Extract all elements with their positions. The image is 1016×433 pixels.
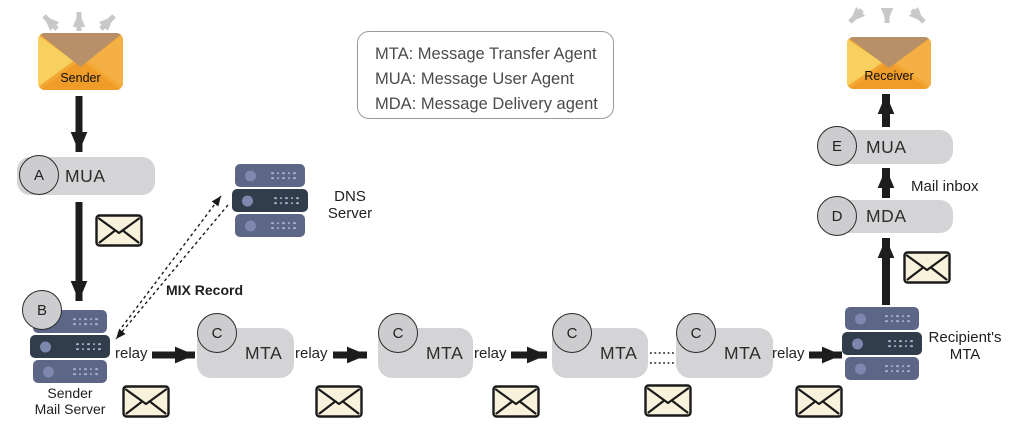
server-led-icon: [43, 366, 54, 377]
recipient-mta-server-icon: [842, 307, 922, 380]
caption-line: Mail Server: [34, 400, 106, 417]
badge-c-4: C: [676, 313, 716, 353]
server-led-icon: [242, 195, 253, 206]
server-unit: [845, 357, 919, 380]
dns-server-icon: [232, 164, 308, 237]
receiver-label: Receiver: [864, 69, 914, 83]
node-label: MTA: [426, 342, 464, 363]
sender-mail-server-caption: Sender Mail Server: [8, 385, 132, 417]
caption-line: Server: [327, 205, 373, 222]
server-vents-icon: [271, 221, 296, 230]
receiver-in-arrow-right-icon: [908, 6, 926, 24]
server-vents-icon: [885, 314, 910, 323]
node-label: MTA: [724, 342, 762, 363]
sender-envelope-icon: Sender: [38, 33, 123, 90]
server-led-icon: [855, 363, 866, 374]
node-label: MDA: [866, 206, 907, 226]
server-vents-icon: [73, 317, 98, 326]
caption-line: DNS: [334, 188, 366, 205]
node-mta-3: MTA: [552, 328, 648, 378]
mail-envelope-icon: [644, 384, 692, 417]
node-mta-2: MTA: [378, 328, 473, 378]
legend-line-mua: MUA: Message User Agent: [375, 70, 574, 88]
mail-envelope-icon: [795, 385, 843, 418]
node-label: MTA: [600, 342, 638, 363]
legend-box: MTA: Message Transfer Agent MUA: Message…: [357, 31, 614, 119]
sender-out-arrow-left-icon: [42, 14, 60, 32]
receiver-in-arrow-left-icon: [848, 6, 866, 24]
badge-b: B: [22, 290, 62, 330]
badge-e: E: [817, 126, 857, 166]
mix-record-label: MIX Record: [166, 282, 244, 298]
legend-line-mta: MTA: Message Transfer Agent: [375, 45, 597, 63]
mail-envelope-icon: [315, 385, 363, 418]
server-vents-icon: [888, 339, 913, 348]
recipient-mta-caption: Recipient's MTA: [917, 329, 1013, 363]
server-unit: [30, 335, 110, 358]
mail-inbox-label: Mail inbox: [911, 178, 979, 195]
node-label: MUA: [866, 136, 907, 157]
server-unit: [232, 189, 308, 212]
badge-a: A: [19, 155, 59, 195]
caption-line: Recipient's: [928, 329, 1002, 346]
relay-label-2: relay: [295, 345, 328, 362]
server-unit: [842, 332, 922, 355]
node-label: MTA: [245, 342, 283, 363]
server-led-icon: [40, 341, 51, 352]
server-unit: [845, 307, 919, 330]
server-led-icon: [855, 313, 866, 324]
server-unit: [235, 214, 305, 237]
server-led-icon: [245, 220, 256, 231]
badge-c-3: C: [552, 313, 592, 353]
badge-c-1: C: [197, 313, 237, 353]
arrow-dns-response: [115, 204, 229, 340]
mail-envelope-icon: [95, 214, 143, 247]
mail-envelope-icon: [122, 385, 170, 418]
receiver-envelope-icon: Receiver: [847, 37, 931, 89]
relay-label-1: relay: [115, 345, 148, 362]
sender-label: Sender: [60, 71, 101, 85]
badge-c-2: C: [378, 313, 418, 353]
envelope-graphic: [847, 37, 931, 89]
server-unit: [235, 164, 305, 187]
legend-line-mda: MDA: Message Delivery agent: [375, 95, 598, 113]
dns-server-caption: DNS Server: [318, 188, 382, 222]
server-unit: [33, 360, 107, 383]
sender-out-arrow-right-icon: [98, 14, 116, 32]
mail-envelope-icon: [492, 385, 540, 418]
node-label: MUA: [65, 165, 106, 186]
mail-envelope-icon: [903, 251, 951, 284]
badge-d: D: [817, 196, 857, 236]
caption-line: MTA: [949, 346, 981, 363]
envelope-graphic: [38, 33, 123, 90]
server-vents-icon: [885, 364, 910, 373]
server-vents-icon: [73, 367, 98, 376]
node-mta-1: MTA: [197, 328, 294, 378]
caption-line: Sender: [47, 385, 93, 401]
server-led-icon: [245, 170, 256, 181]
relay-label-3: relay: [474, 345, 507, 362]
server-vents-icon: [271, 171, 296, 180]
server-vents-icon: [274, 196, 299, 205]
server-led-icon: [852, 338, 863, 349]
relay-label-4: relay: [772, 345, 805, 362]
server-vents-icon: [76, 342, 101, 351]
